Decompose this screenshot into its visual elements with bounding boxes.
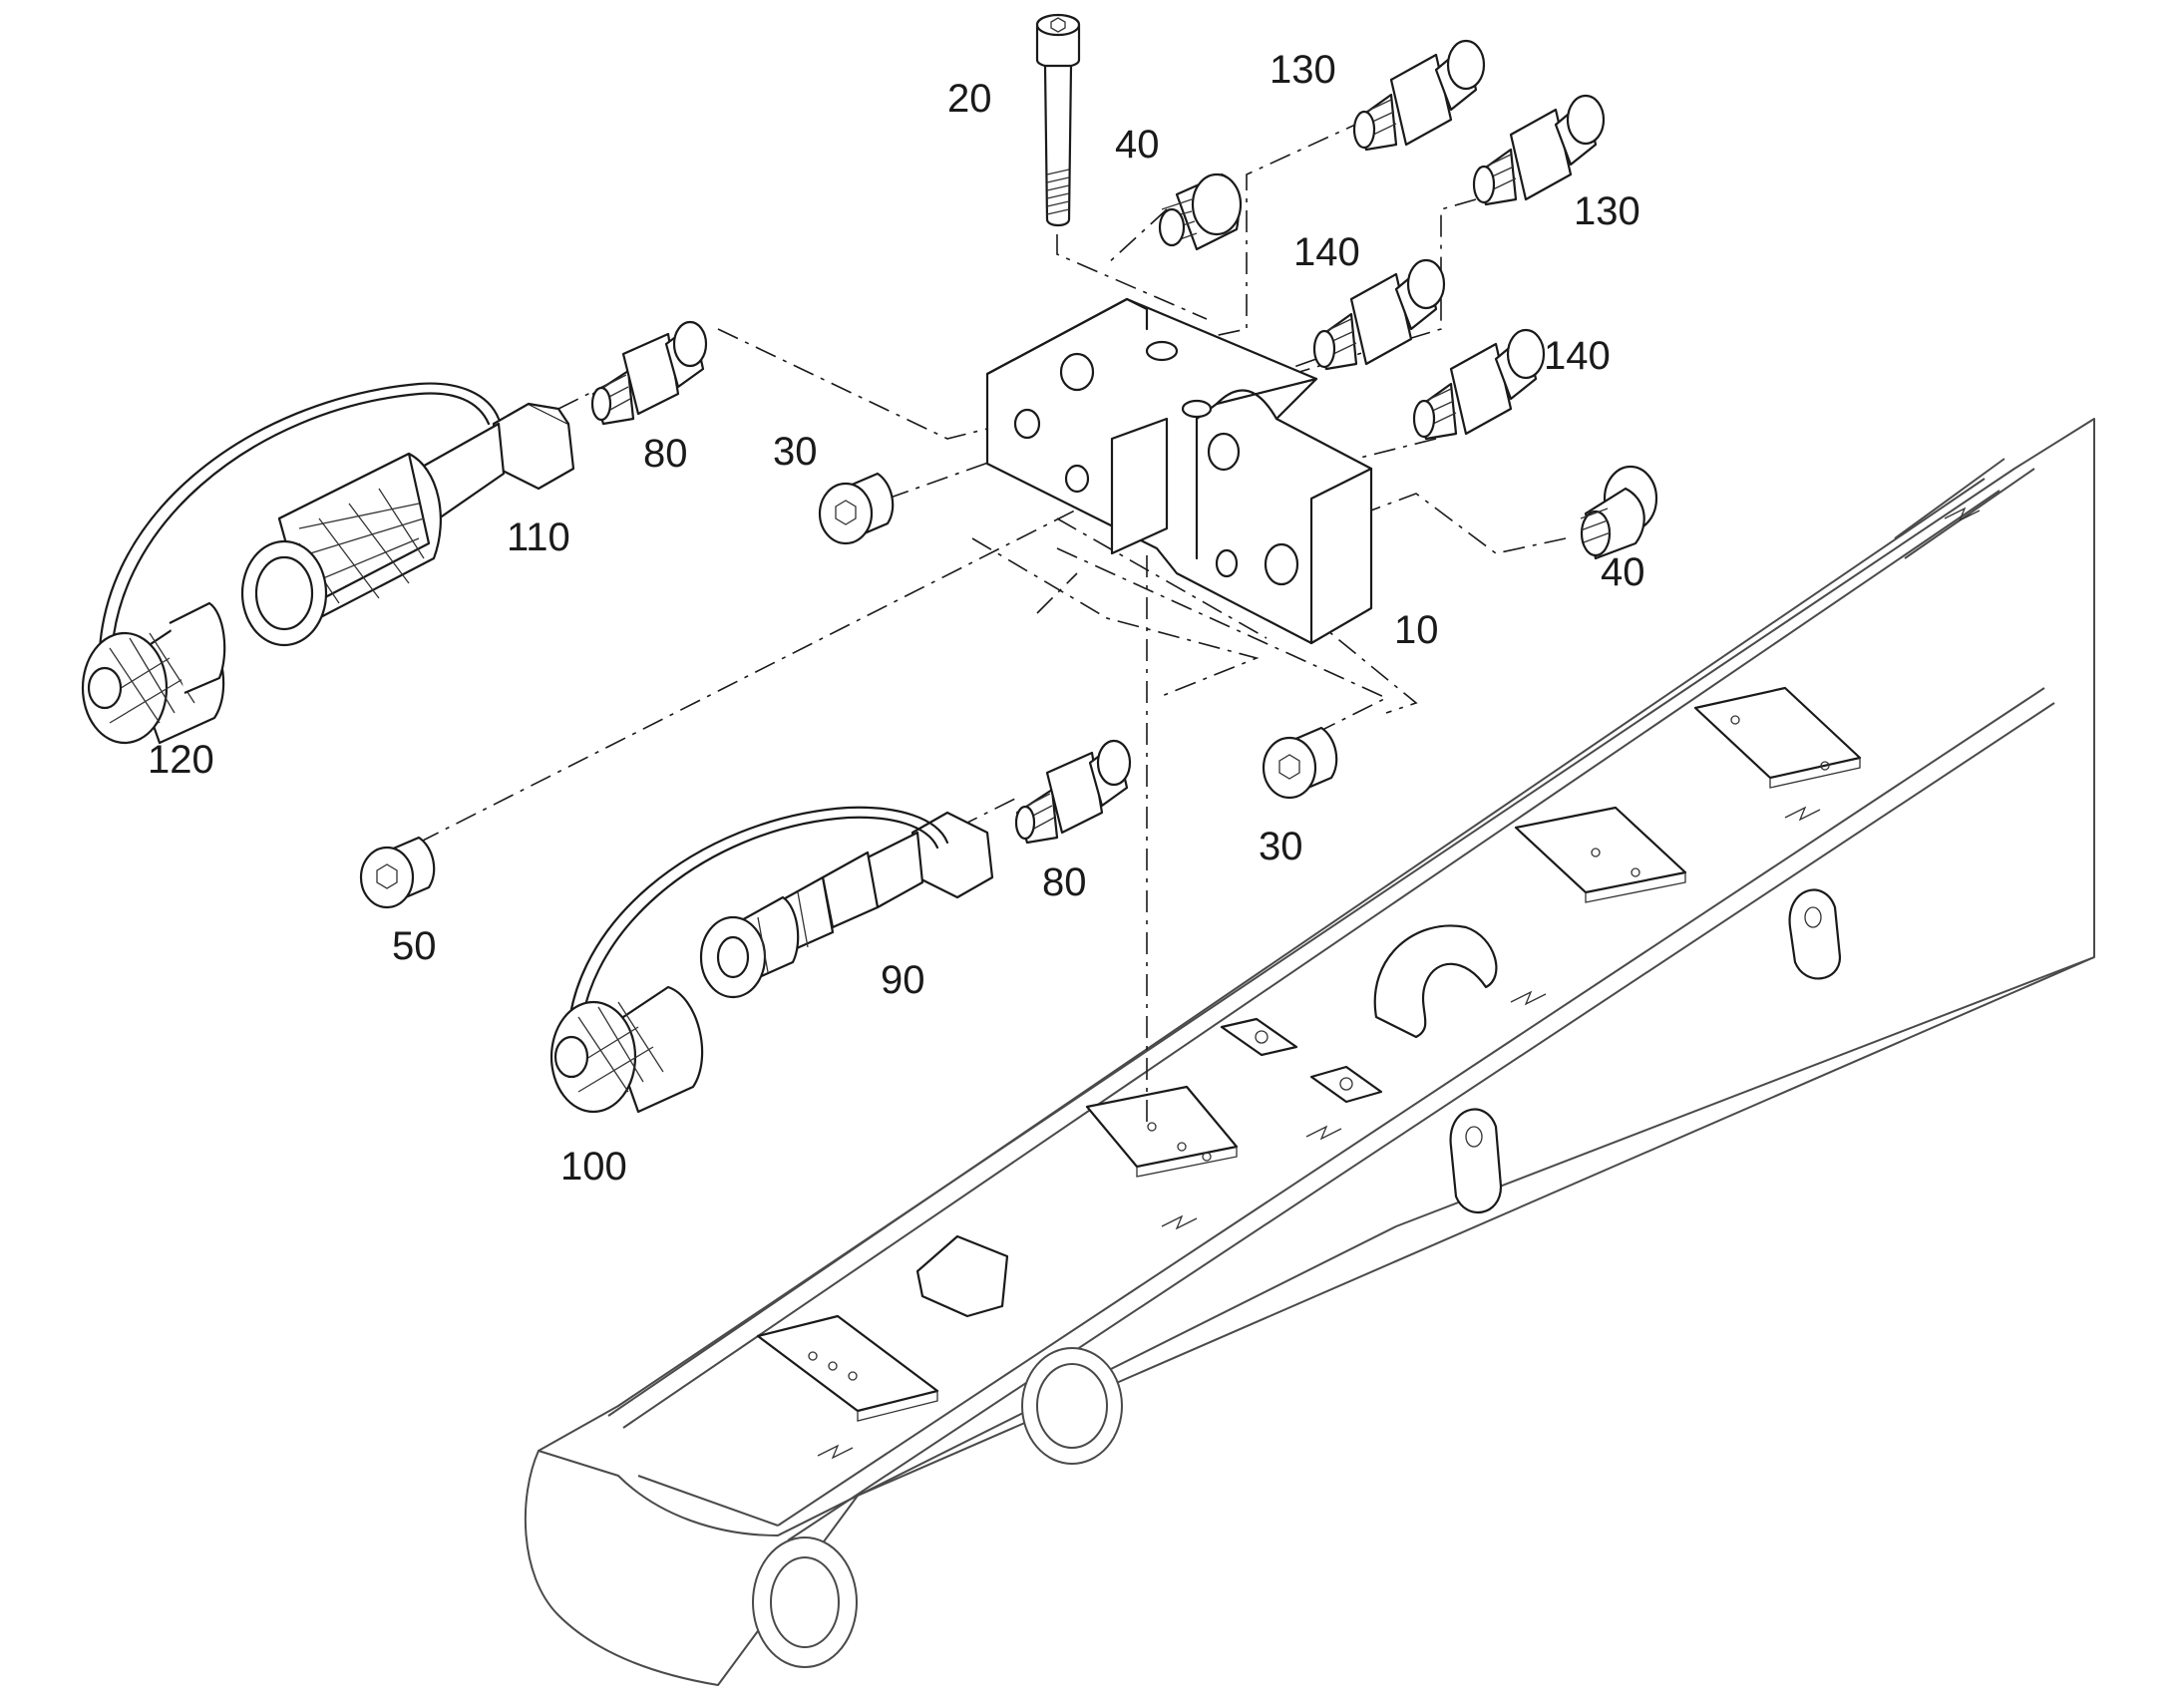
callout-40-upper: 40 <box>1115 123 1160 167</box>
callout-50: 50 <box>392 924 437 968</box>
fitting-part-130-upper <box>1352 39 1486 152</box>
fitting-part-130-lower <box>1472 94 1606 206</box>
c-bracket <box>1373 924 1498 1039</box>
callout-10: 10 <box>1394 608 1439 652</box>
plug-part-40-lower <box>1580 465 1658 560</box>
callout-130-upper: 130 <box>1270 48 1336 92</box>
fitting-part-80-upper <box>590 320 708 426</box>
callout-30-left: 30 <box>773 430 818 474</box>
dust-cap-part-120 <box>81 382 501 745</box>
manifold-block <box>985 297 1373 645</box>
side-lug <box>1449 1108 1503 1214</box>
callout-labels: 10 20 30 30 40 40 50 80 80 90 100 110 12… <box>148 48 1645 1189</box>
side-lug <box>1788 888 1842 980</box>
callout-110: 110 <box>507 515 570 559</box>
fitting-part-80-lower <box>1014 739 1132 845</box>
socket-head-screw <box>1035 13 1081 227</box>
plug-part-40-upper <box>1158 172 1243 251</box>
boom-arm <box>524 418 2095 1686</box>
callout-130-lower: 130 <box>1574 189 1640 233</box>
callout-120: 120 <box>148 738 214 782</box>
callout-140-lower: 140 <box>1544 334 1611 378</box>
mount-pad <box>1514 806 1687 903</box>
mount-pad <box>1220 1017 1383 1104</box>
plug-part-50 <box>359 836 436 909</box>
plug-part-30-right <box>1262 726 1338 800</box>
callout-20: 20 <box>947 77 992 121</box>
nipple-part-90 <box>699 811 994 999</box>
callout-90: 90 <box>881 958 925 1002</box>
callout-30-right: 30 <box>1259 825 1303 868</box>
coupler-part-110 <box>240 402 575 647</box>
callout-80-lower: 80 <box>1042 860 1087 904</box>
wedge-block <box>915 1234 1009 1318</box>
callout-140-upper: 140 <box>1293 230 1360 274</box>
mount-pad <box>1693 686 1862 789</box>
fitting-part-140-lower <box>1412 328 1546 441</box>
callout-100: 100 <box>560 1145 627 1189</box>
callout-80-upper: 80 <box>643 432 688 476</box>
callout-40-lower: 40 <box>1601 550 1645 594</box>
plug-part-30-left <box>818 472 895 545</box>
fitting-part-140-upper <box>1312 258 1446 371</box>
mount-pad <box>756 1314 939 1422</box>
dust-cap-part-100 <box>549 806 949 1114</box>
mount-pad <box>1085 1085 1239 1178</box>
